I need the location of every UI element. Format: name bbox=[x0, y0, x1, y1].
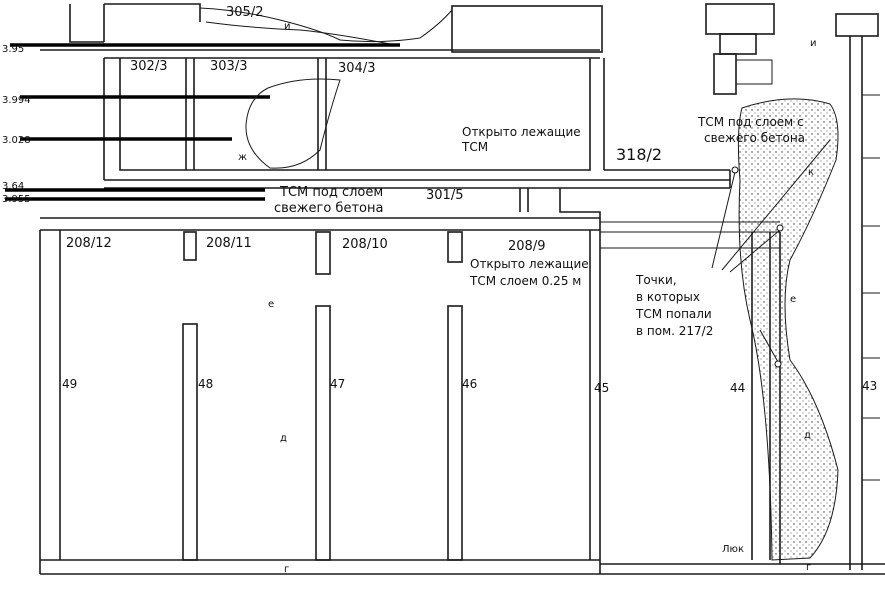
point-marker bbox=[731, 166, 739, 174]
axis-label-49: 49 bbox=[62, 377, 77, 391]
axis-label-47: 47 bbox=[330, 377, 345, 391]
elevation-label: 3.994 bbox=[2, 95, 31, 106]
zone-letter: и bbox=[284, 21, 291, 32]
note-hatch: Люк bbox=[722, 544, 744, 555]
lower-level-walls bbox=[39, 217, 885, 575]
zone-letter: ж bbox=[238, 152, 247, 163]
room-label-318-2: 318/2 bbox=[616, 145, 662, 164]
elevation-label: 3.64 bbox=[2, 181, 24, 192]
note-tsm-concrete-right-line2: свежего бетона bbox=[704, 131, 805, 145]
room-label-208-11: 208/11 bbox=[206, 236, 252, 251]
note-points-line3: ТСМ попали bbox=[635, 307, 712, 321]
upper-level-walls bbox=[40, 3, 780, 249]
note-points-line2: в которых bbox=[636, 290, 700, 304]
note-points-line1: Точки, bbox=[635, 273, 677, 287]
note-open-tsm-025-line1: Открыто лежащие bbox=[470, 257, 589, 271]
point-marker bbox=[776, 224, 784, 232]
zone-letter: г bbox=[284, 564, 289, 575]
room-labels: 305/2 302/3 303/3 304/3 318/2 301/5 208/… bbox=[66, 5, 662, 254]
material-zone-upper bbox=[245, 78, 341, 169]
axis-labels: 49 48 47 46 45 44 43 bbox=[62, 377, 877, 395]
note-tsm-concrete-left-line2: свежего бетона bbox=[274, 201, 383, 216]
zone-letter: е bbox=[790, 294, 796, 305]
note-open-tsm-025-line2: ТСМ слоем 0.25 м bbox=[469, 274, 581, 288]
axis-label-46: 46 bbox=[462, 377, 477, 391]
room-label-208-10: 208/10 bbox=[342, 237, 388, 252]
note-points-line4: в пом. 217/2 bbox=[636, 324, 713, 338]
elevation-label: 3.955 bbox=[2, 194, 31, 205]
axis-label-44: 44 bbox=[730, 381, 745, 395]
elevation-marks: 3.95 3.994 3.028 3.64 3.955 bbox=[2, 44, 31, 205]
annotations: Открыто лежащие ТСМ ТСМ под слоем свежег… bbox=[274, 115, 805, 555]
elevation-label: 3.028 bbox=[2, 135, 31, 146]
zone-letter: д bbox=[280, 433, 287, 444]
axis-label-43: 43 bbox=[862, 379, 877, 393]
note-open-tsm-line1: Открыто лежащие bbox=[462, 125, 581, 139]
note-open-tsm-line2: ТСМ bbox=[461, 140, 488, 154]
zone-letter: е bbox=[268, 299, 274, 310]
note-tsm-concrete-left-line1: ТСМ под слоем bbox=[279, 185, 383, 200]
room-label-305-2: 305/2 bbox=[226, 5, 263, 20]
zone-letters: и и ж к е е д д г г bbox=[238, 21, 817, 575]
elevation-label: 3.95 bbox=[2, 44, 24, 55]
zone-letter: к bbox=[808, 167, 814, 178]
pipes bbox=[5, 43, 400, 201]
leader-lines bbox=[711, 139, 831, 368]
room-label-301-5: 301/5 bbox=[426, 188, 463, 203]
room-label-302-3: 302/3 bbox=[130, 59, 167, 74]
axis-label-45: 45 bbox=[594, 381, 609, 395]
room-label-208-12: 208/12 bbox=[66, 236, 112, 251]
zone-letter: г bbox=[806, 562, 811, 573]
room-label-304-3: 304/3 bbox=[338, 61, 375, 76]
room-label-303-3: 303/3 bbox=[210, 59, 247, 74]
room-label-208-9: 208/9 bbox=[508, 239, 545, 254]
axis-label-48: 48 bbox=[198, 377, 213, 391]
zone-letter: и bbox=[810, 38, 817, 49]
point-marker bbox=[774, 360, 782, 368]
zone-letter: д bbox=[804, 430, 811, 441]
top-right-structure bbox=[705, 3, 880, 570]
material-zone-right bbox=[737, 98, 839, 561]
note-tsm-concrete-right-line1: ТСМ под слоем с bbox=[697, 115, 804, 129]
